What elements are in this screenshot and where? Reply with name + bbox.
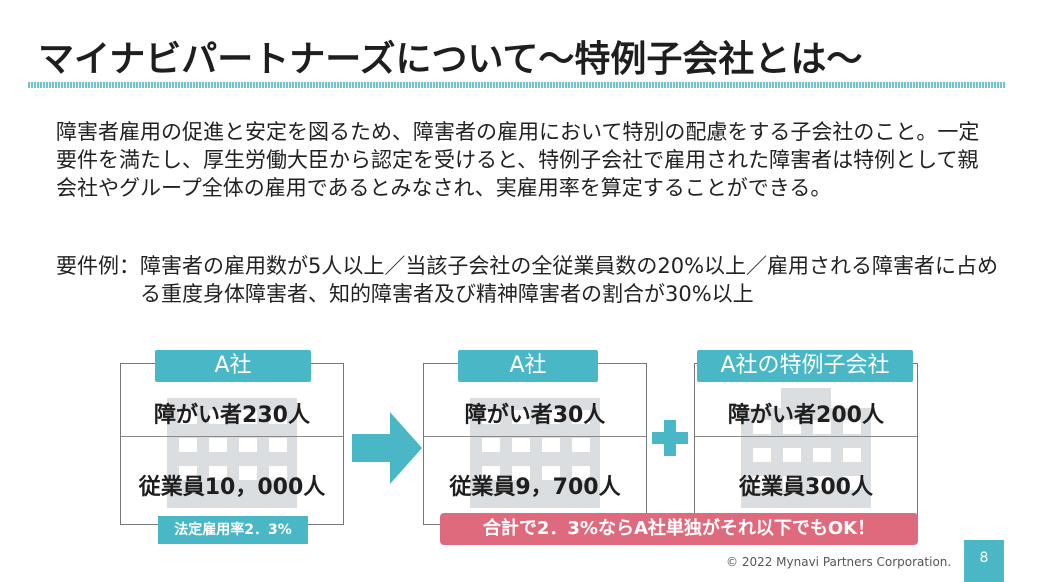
description-text: 障害者雇用の促進と安定を図るため、障害者の雇用において特別の配慮をする子会社のこ… (56, 120, 980, 200)
requirements-label: 要件例： (56, 254, 140, 278)
employee-count: 従業員10，000人 (138, 475, 326, 500)
copyright-text: © 2022 Mynavi Partners Corporation. (726, 555, 952, 569)
disabled-count: 障がい者200人 (728, 403, 884, 428)
title-underline (28, 82, 1006, 88)
parent-after-box: 障がい者30人 従業員9，700人 (423, 363, 647, 525)
building-icon (741, 388, 871, 508)
summary-banner: 合計で2．3%ならA社単独がそれ以下でもOK！ (440, 513, 918, 545)
subsidiary-box: 障がい者200人 従業員300人 (694, 363, 918, 525)
building-icon (167, 398, 297, 508)
company-tag: A社の特例子会社 (697, 350, 913, 382)
disabled-count: 障がい者230人 (154, 403, 310, 428)
plus-icon (652, 420, 688, 456)
disabled-count: 障がい者30人 (464, 403, 606, 428)
legal-rate-badge: 法定雇用率2．3% (158, 516, 308, 544)
employee-count: 従業員9，700人 (449, 475, 621, 500)
box-divider (121, 436, 343, 437)
building-icon (470, 398, 600, 508)
employee-count: 従業員300人 (739, 475, 873, 500)
page-number: 8 (964, 540, 1004, 582)
box-divider (424, 436, 646, 437)
parent-company-box: 障がい者230人 従業員10，000人 (120, 363, 344, 525)
company-tag: A社 (155, 350, 311, 382)
box-divider (695, 436, 917, 437)
requirements-text: 障害者の雇用数が5人以上／当該子会社の全従業員数の20%以上／雇用される障害者に… (140, 254, 999, 306)
company-tag: A社 (458, 350, 598, 382)
page-title: マイナビパートナーズについて～特例子会社とは～ (38, 39, 863, 80)
right-arrow-icon (352, 412, 422, 484)
